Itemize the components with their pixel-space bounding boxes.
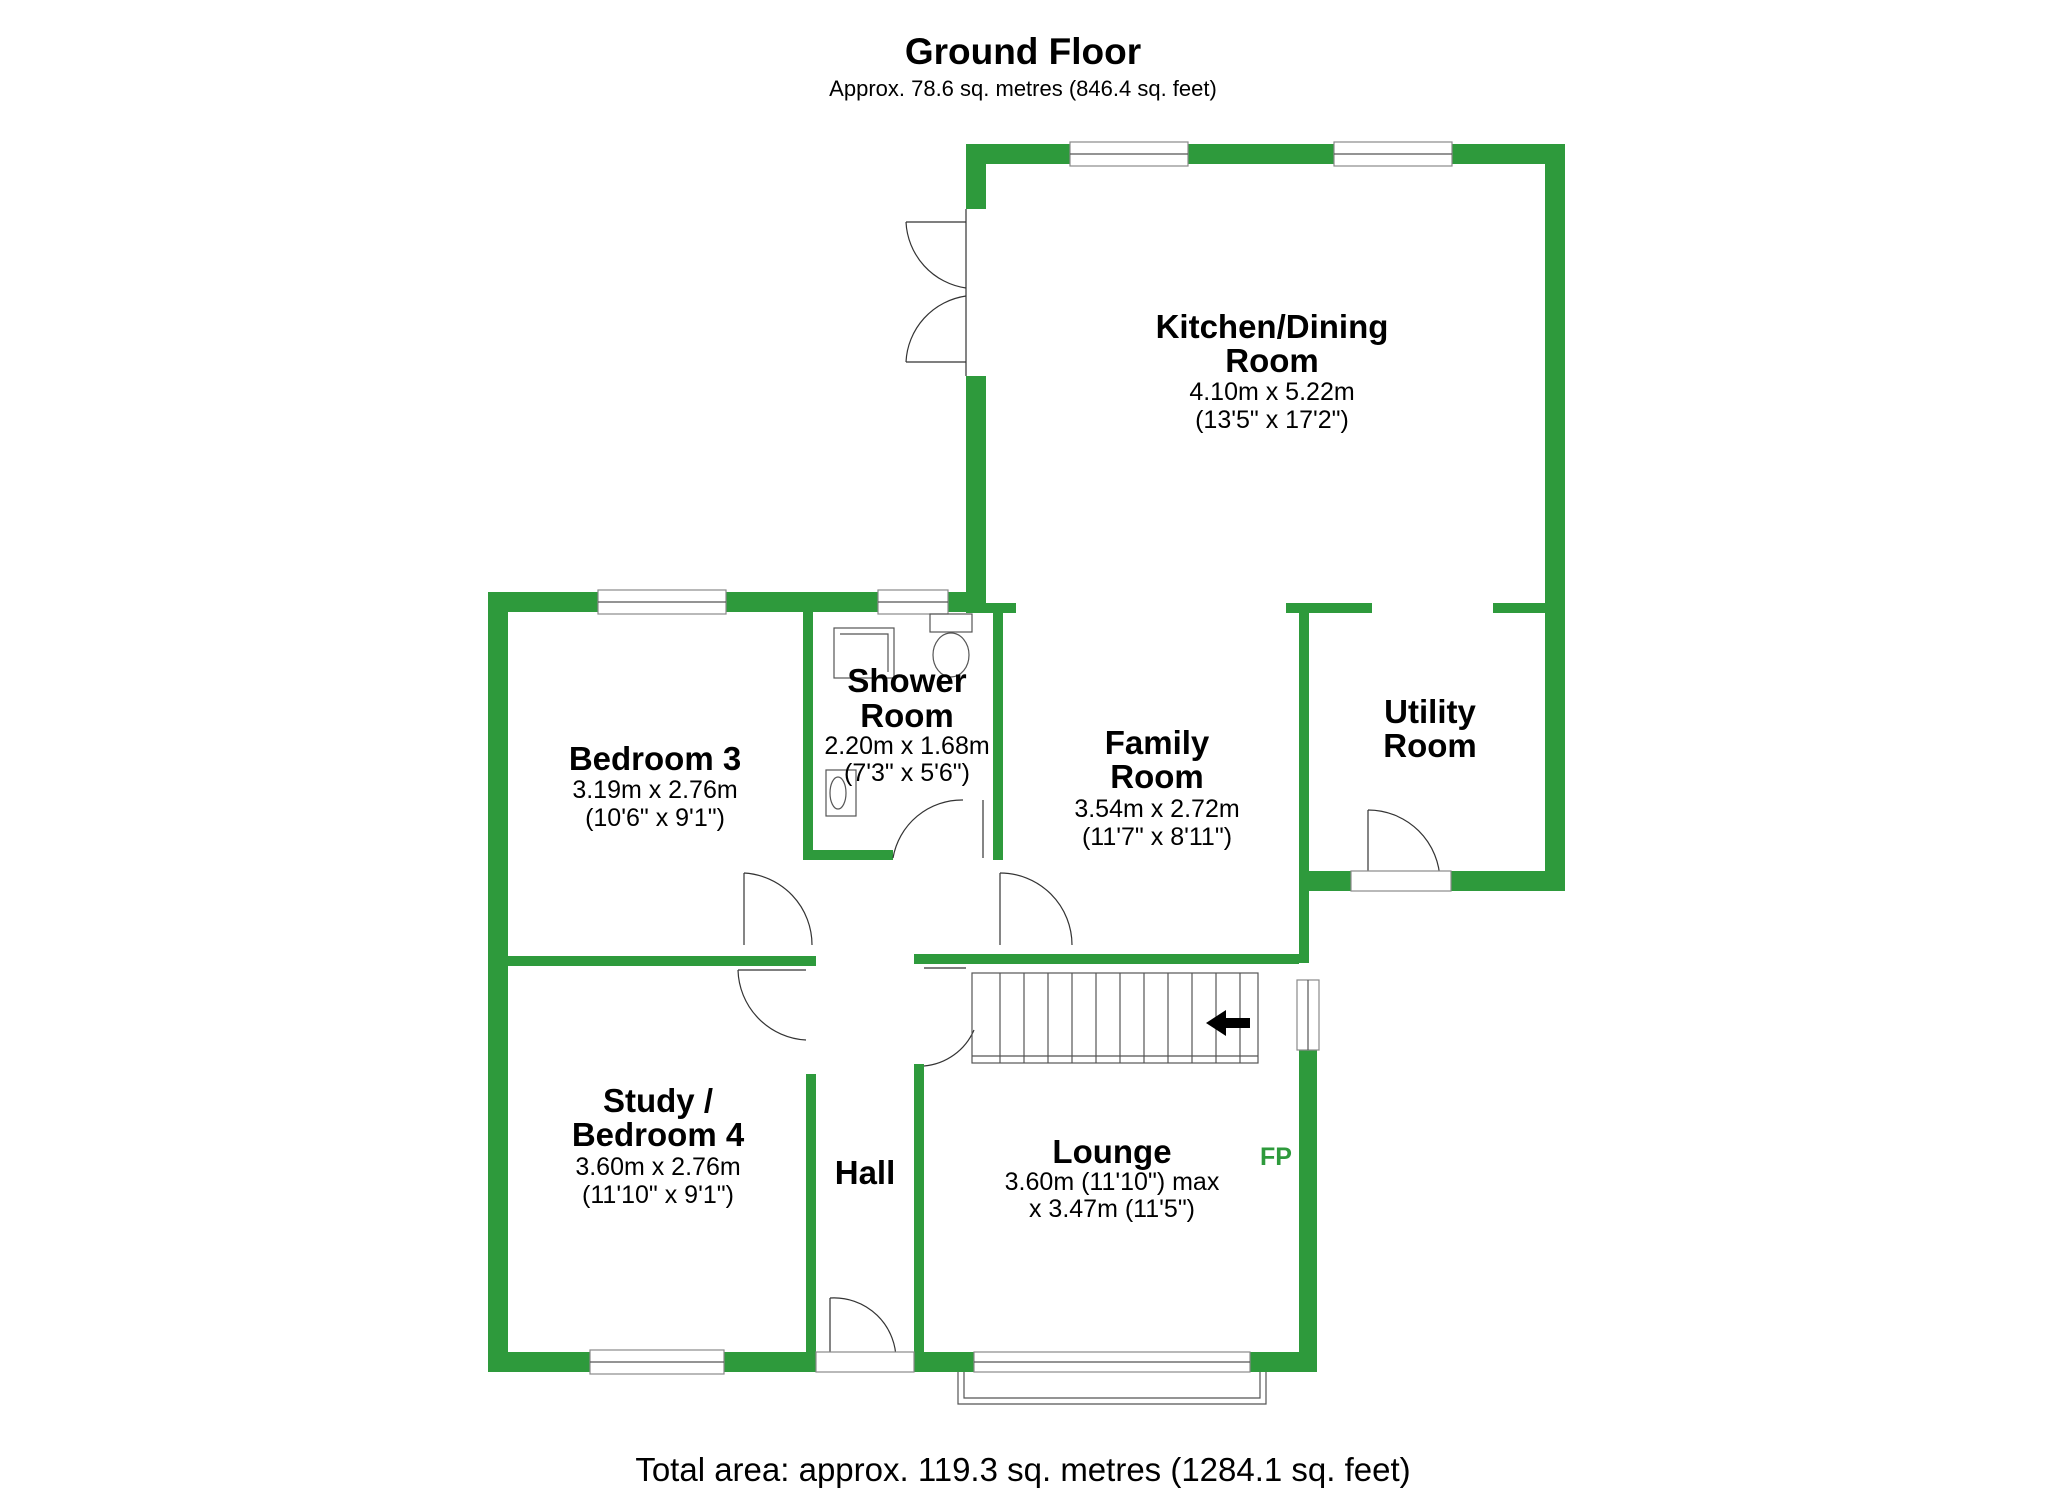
- svg-text:Hall: Hall: [835, 1154, 896, 1191]
- toilet-bowl: [932, 632, 970, 678]
- wall-kitchen-stub-mid: [1286, 603, 1372, 613]
- plan-title: Ground Floor: [905, 31, 1141, 72]
- svg-text:Bedroom 4: Bedroom 4: [572, 1116, 745, 1153]
- label-hall: Hall: [835, 1154, 896, 1191]
- svg-text:3.54m x 2.72m: 3.54m x 2.72m: [1074, 795, 1239, 823]
- svg-text:Room: Room: [1110, 758, 1204, 795]
- stair-direction-arrow-icon: [1206, 1010, 1250, 1036]
- shower-fixtures: [825, 613, 973, 817]
- wall-utility-left: [1299, 613, 1309, 963]
- wall-kitchen-left-upper: [966, 144, 986, 209]
- svg-text:Shower: Shower: [847, 662, 966, 699]
- svg-text:Family: Family: [1105, 724, 1210, 761]
- wall-kitchen-stub-right: [1493, 603, 1553, 613]
- door-study: [737, 969, 807, 1041]
- svg-text:(10'6" x 9'1"): (10'6" x 9'1"): [585, 804, 725, 832]
- svg-text:x 3.47m (11'5"): x 3.47m (11'5"): [1029, 1195, 1195, 1223]
- svg-text:Lounge: Lounge: [1052, 1133, 1171, 1170]
- door-utility: [1350, 809, 1452, 892]
- svg-text:(11'7" x 8'11"): (11'7" x 8'11"): [1082, 823, 1232, 851]
- wall-hall-right: [914, 1064, 924, 1372]
- svg-text:Room: Room: [1383, 727, 1477, 764]
- svg-text:3.60m x 2.76m: 3.60m x 2.76m: [575, 1153, 740, 1181]
- svg-text:Study /: Study /: [603, 1082, 713, 1119]
- svg-text:2.20m x 1.68m: 2.20m x 1.68m: [824, 732, 989, 760]
- windows: [589, 141, 1453, 1375]
- door-bedroom3: [743, 872, 813, 946]
- label-bedroom3: Bedroom 3 3.19m x 2.76m (10'6" x 9'1"): [569, 740, 741, 832]
- label-study: Study / Bedroom 4 3.60m x 2.76m (11'10" …: [572, 1082, 745, 1209]
- fireplace-label: FP: [1260, 1143, 1292, 1171]
- door-shower: [892, 799, 984, 859]
- label-kitchen: Kitchen/Dining Room 4.10m x 5.22m (13'5"…: [1156, 308, 1389, 434]
- svg-text:Kitchen/Dining: Kitchen/Dining: [1156, 308, 1389, 345]
- toilet-cistern: [929, 613, 973, 633]
- label-utility: Utility Room: [1383, 693, 1477, 764]
- door-lounge: [923, 967, 975, 1067]
- wall-family-lounge: [914, 954, 1299, 964]
- svg-text:Room: Room: [860, 697, 954, 734]
- door-front: [815, 1297, 915, 1373]
- wall-shower-right: [993, 612, 1003, 860]
- wall-kitchen-right: [1545, 144, 1565, 891]
- wall-kitchen-stub-left: [966, 603, 1016, 613]
- staircase: [971, 972, 1259, 1064]
- shower-tray: [833, 627, 895, 679]
- svg-text:(7'3" x 5'6"): (7'3" x 5'6"): [844, 759, 970, 787]
- svg-text:Bedroom 3: Bedroom 3: [569, 740, 741, 777]
- svg-text:(13'5" x 17'2"): (13'5" x 17'2"): [1195, 406, 1349, 434]
- lounge-bay-window: [957, 1351, 1267, 1405]
- label-lounge: Lounge 3.60m (11'10") max x 3.47m (11'5"…: [1005, 1133, 1220, 1223]
- total-area: Total area: approx. 119.3 sq. metres (12…: [635, 1451, 1410, 1488]
- svg-text:3.19m x 2.76m: 3.19m x 2.76m: [572, 776, 737, 804]
- wall-lounge-bottom-right: [1250, 1352, 1317, 1372]
- wall-utility-bottom-right: [1451, 871, 1565, 891]
- wall-kitchen-left-lower: [966, 376, 986, 613]
- wall-hall-left: [806, 1074, 816, 1372]
- svg-text:(11'10" x 9'1"): (11'10" x 9'1"): [582, 1181, 734, 1209]
- svg-text:3.60m (11'10") max: 3.60m (11'10") max: [1005, 1168, 1220, 1196]
- plan-subtitle: Approx. 78.6 sq. metres (846.4 sq. feet): [829, 76, 1217, 101]
- door-family: [999, 872, 1073, 946]
- svg-text:4.10m x 5.22m: 4.10m x 5.22m: [1189, 378, 1354, 406]
- label-shower: Shower Room 2.20m x 1.68m (7'3" x 5'6"): [824, 662, 989, 787]
- wall-kitchen-top: [966, 144, 1565, 164]
- wall-shower-bottom: [803, 850, 893, 860]
- doors: [737, 209, 1452, 1373]
- wall-lounge-bottom-left: [914, 1352, 974, 1372]
- wash-basin: [825, 769, 857, 817]
- svg-text:Utility: Utility: [1384, 693, 1476, 730]
- door-kitchen-patio: [905, 209, 967, 376]
- label-family: Family Room 3.54m x 2.72m (11'7" x 8'11"…: [1074, 724, 1239, 851]
- wall-bed3-shower: [803, 612, 813, 859]
- wall-bed3-study: [508, 956, 816, 966]
- wall-lounge-right-lower: [1299, 1050, 1317, 1372]
- wall-west-left: [488, 592, 508, 1372]
- svg-text:Room: Room: [1225, 342, 1319, 379]
- wall-utility-bottom-left: [1309, 871, 1351, 891]
